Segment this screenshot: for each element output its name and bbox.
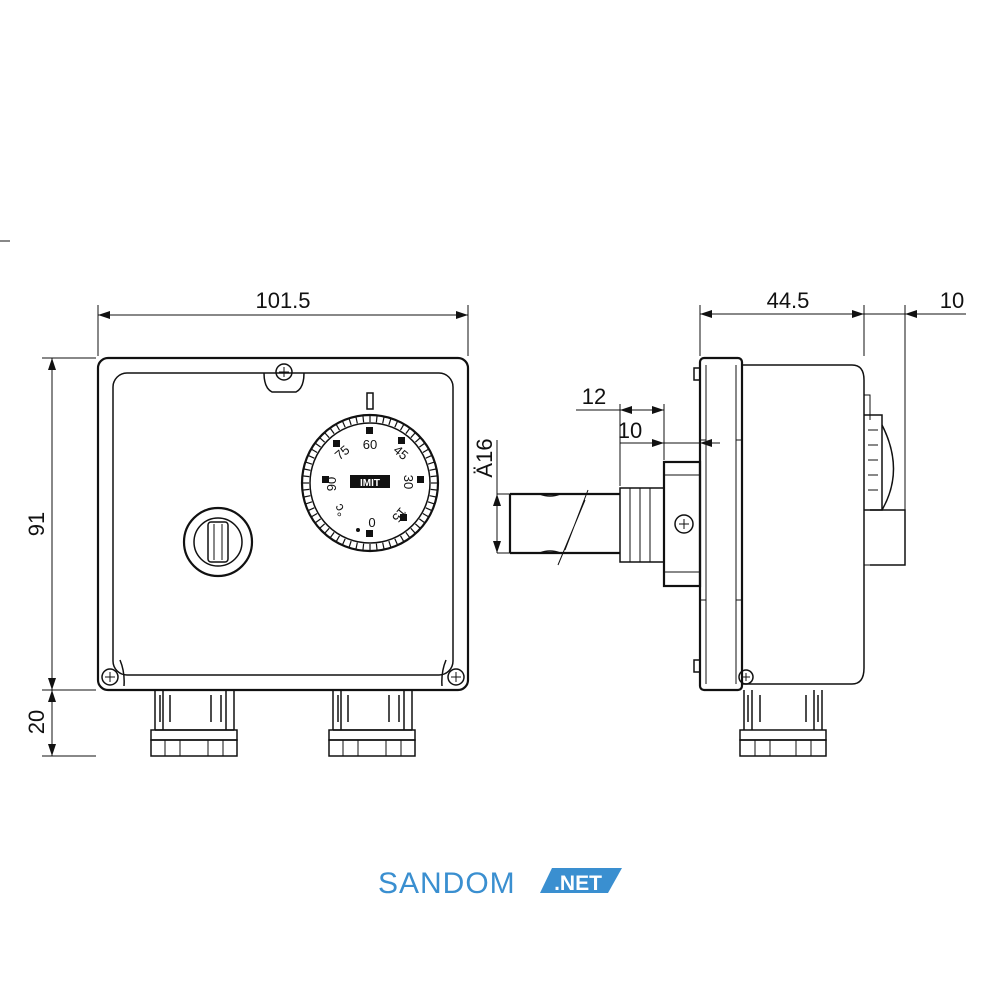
front-housing-inner — [112, 372, 454, 676]
cable-gland-side — [738, 669, 827, 757]
screw-icon — [674, 514, 694, 534]
cable-gland-right — [328, 690, 416, 757]
dimension-label-knob: 10 — [940, 288, 964, 313]
probe-fitting — [619, 460, 702, 588]
screw-icon — [101, 668, 119, 686]
dial-logo: IMIT — [350, 475, 390, 489]
dimension-label-glands: 20 — [24, 710, 49, 734]
side-knob — [864, 394, 906, 566]
dimension-label-depth: 44.5 — [767, 288, 810, 313]
dimension-thread-length: 12 — [576, 384, 665, 486]
dimension-front-height: 91 20 — [24, 357, 96, 757]
sandom-logo: SANDOM .NET — [378, 867, 622, 900]
dial-tick-0: 0 — [368, 515, 375, 530]
screw-icon — [447, 668, 465, 686]
dial-marker — [322, 427, 424, 537]
dial-unit: °c — [330, 501, 349, 519]
screw-icon — [738, 669, 754, 685]
dimension-label-stem: 10 — [618, 418, 642, 443]
dimension-knob-depth: 10 — [864, 288, 966, 510]
dimension-probe-diameter: Ä16 — [472, 438, 510, 554]
dial-tick-15: 15 — [389, 505, 410, 526]
sandom-logo-tag: .NET — [554, 872, 602, 895]
adjustment-screw — [182, 506, 254, 578]
sandom-logo-word: SANDOM — [378, 867, 516, 900]
dimension-label-thread: 12 — [582, 384, 606, 409]
dimension-label-height: 91 — [24, 512, 49, 536]
temperature-probe — [508, 489, 620, 566]
dial-knurl — [302, 415, 438, 551]
front-top-screw-lug — [263, 372, 305, 393]
dial-tick-30: 30 — [401, 475, 416, 489]
cable-gland-left — [150, 690, 238, 757]
front-housing-outer — [96, 356, 470, 692]
dimension-front-width: 101.5 — [97, 288, 469, 356]
dimension-stem-offset: 10 — [618, 418, 720, 447]
svg-text:IMIT: IMIT — [360, 478, 380, 489]
sandom-logo-tag-bg — [540, 868, 622, 893]
dimension-label-width: 101.5 — [255, 288, 310, 313]
temperature-dial: 60 45 30 15 0 90 75 °c IMIT — [300, 392, 440, 553]
dial-tick-45: 45 — [391, 442, 412, 463]
side-view: 44.5 10 12 10 Ä16 — [472, 288, 966, 757]
dimension-label-diameter: Ä16 — [472, 438, 497, 477]
front-view: 60 45 30 15 0 90 75 °c IMIT — [24, 288, 470, 757]
dial-tick-60: 60 — [363, 437, 377, 452]
screw-icon — [275, 363, 293, 381]
dial-tick-90: 90 — [324, 477, 339, 491]
dimension-side-depth: 44.5 — [699, 288, 865, 356]
